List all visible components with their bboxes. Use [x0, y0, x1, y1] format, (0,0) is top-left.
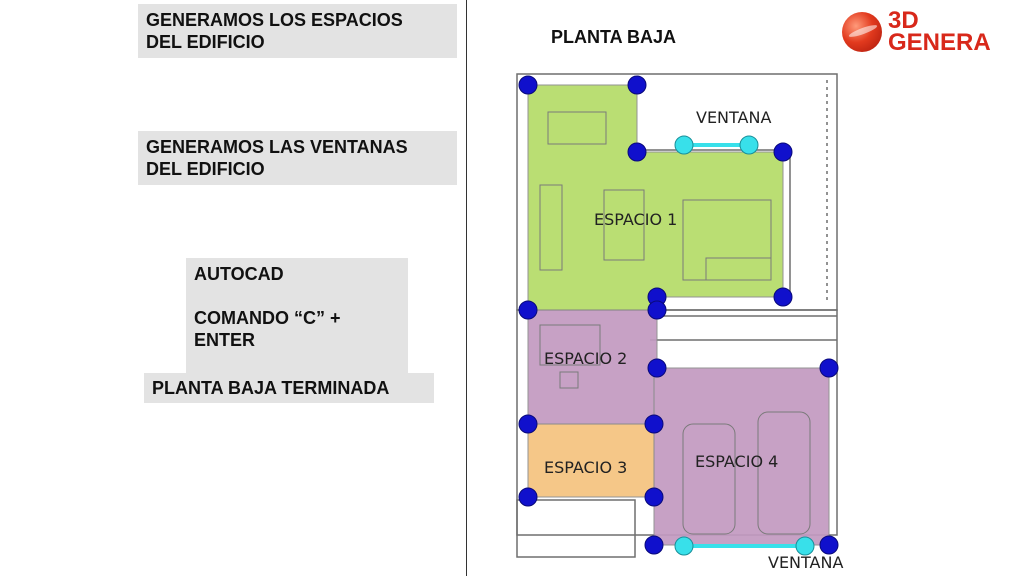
windows-step-line2: DEL EDIFICIO: [146, 159, 265, 179]
autocad-enter: ENTER: [194, 330, 256, 350]
stair: [539, 324, 601, 366]
plan-labels: ESPACIO 1 ESPACIO 2 ESPACIO 3 ESPACIO 4 …: [544, 108, 843, 572]
space-3-label: ESPACIO 3: [544, 458, 627, 477]
window-vertex-marker[interactable]: [739, 135, 759, 155]
vertex-marker[interactable]: [773, 287, 793, 307]
vertex-marker[interactable]: [518, 75, 538, 95]
floor-title: PLANTA BAJA: [551, 27, 676, 47]
vertex-marker[interactable]: [627, 142, 647, 162]
window-vertex-marker[interactable]: [674, 536, 694, 556]
vertex-marker[interactable]: [627, 75, 647, 95]
plan-walls: [516, 73, 838, 558]
dining-table: [547, 111, 607, 145]
vertex-marker[interactable]: [647, 358, 667, 378]
vertex-marker[interactable]: [647, 300, 667, 320]
vertex-marker[interactable]: [518, 300, 538, 320]
window-vertices: [674, 135, 815, 556]
spaces-step-line1: GENERAMOS LOS ESPACIOS: [146, 10, 403, 30]
window-vertex-marker[interactable]: [674, 135, 694, 155]
windows-step-box: GENERAMOS LAS VENTANAS DEL EDIFICIO: [138, 131, 457, 185]
windows-layer: [684, 143, 805, 548]
floor-done-label: PLANTA BAJA TERMINADA: [152, 378, 390, 398]
window-bottom-label: VENTANA: [768, 553, 843, 572]
car-right: [757, 411, 811, 535]
space-4-label: ESPACIO 4: [695, 452, 778, 471]
vertex-marker[interactable]: [773, 142, 793, 162]
kitchen-counter: [539, 184, 563, 271]
floor-done-box: PLANTA BAJA TERMINADA: [144, 373, 434, 403]
window-top-label: VENTANA: [696, 108, 771, 127]
space-1-label: ESPACIO 1: [594, 210, 677, 229]
sofa: [705, 257, 772, 281]
vertex-marker[interactable]: [819, 358, 839, 378]
autocad-title: AUTOCAD: [194, 264, 284, 284]
vertex-marker[interactable]: [819, 535, 839, 555]
bath-fixture: [559, 371, 579, 389]
vertex-marker[interactable]: [644, 535, 664, 555]
autocad-spacer: [194, 285, 400, 307]
entry-outline: [516, 499, 636, 558]
kitchen-island: [603, 189, 645, 261]
vertex-marker[interactable]: [518, 414, 538, 434]
vertex-marker[interactable]: [644, 414, 664, 434]
floor-plan: ESPACIO 1 ESPACIO 2 ESPACIO 3 ESPACIO 4 …: [516, 73, 843, 572]
logo-sphere-icon: [842, 12, 882, 52]
windows-step-line1: GENERAMOS LAS VENTANAS: [146, 137, 408, 157]
logo-line1: 3D: [888, 7, 919, 34]
logo-line2: GENERA: [888, 29, 991, 56]
vertex-marker[interactable]: [518, 487, 538, 507]
window-vertex-marker[interactable]: [795, 536, 815, 556]
logo-text: 3D GENERA: [888, 7, 991, 56]
furniture-layer: [539, 111, 811, 535]
spaces-step-line2: DEL EDIFICIO: [146, 32, 265, 52]
autocad-command: COMANDO “C” +: [194, 308, 341, 328]
space-2-label: ESPACIO 2: [544, 349, 627, 368]
autocad-step-box: AUTOCAD COMANDO “C” + ENTER: [186, 258, 408, 375]
space-vertices: [518, 75, 839, 555]
vertical-divider: [466, 0, 467, 576]
vertex-marker[interactable]: [644, 487, 664, 507]
brand-logo: 3D GENERA: [838, 8, 998, 60]
spaces-step-box: GENERAMOS LOS ESPACIOS DEL EDIFICIO: [138, 4, 457, 58]
car-left: [682, 423, 736, 535]
